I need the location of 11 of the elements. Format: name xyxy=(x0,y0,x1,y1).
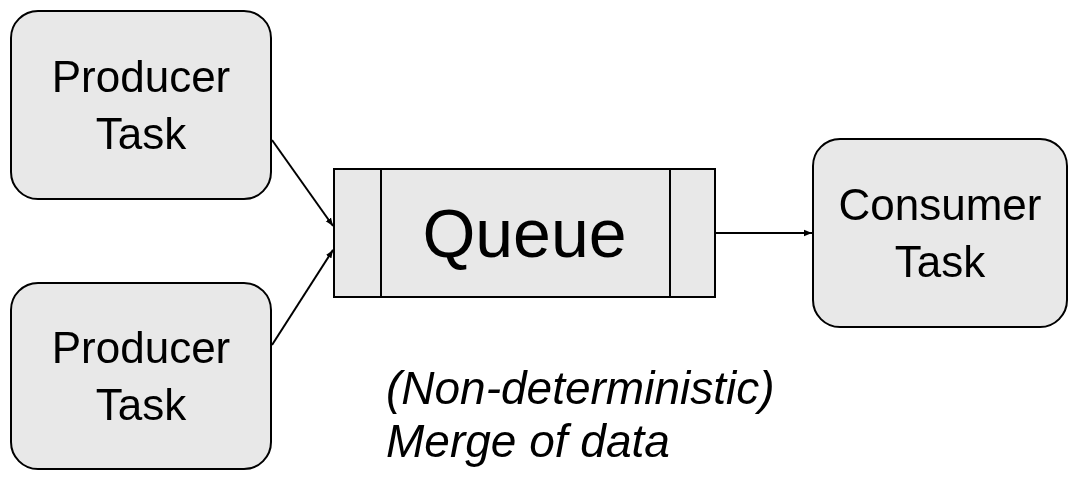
queue-box xyxy=(333,168,716,298)
arrow xyxy=(271,138,334,227)
node-label: Consumer Task xyxy=(837,178,1043,288)
task-box xyxy=(10,10,272,200)
note-text: (Non-deterministic) Merge of data xyxy=(386,362,776,468)
node-label: Producer Task xyxy=(50,50,232,160)
arrow xyxy=(715,229,813,237)
node-label: Producer Task xyxy=(50,321,232,431)
task-box xyxy=(812,138,1068,328)
task-box xyxy=(10,282,272,470)
arrow xyxy=(271,248,334,346)
